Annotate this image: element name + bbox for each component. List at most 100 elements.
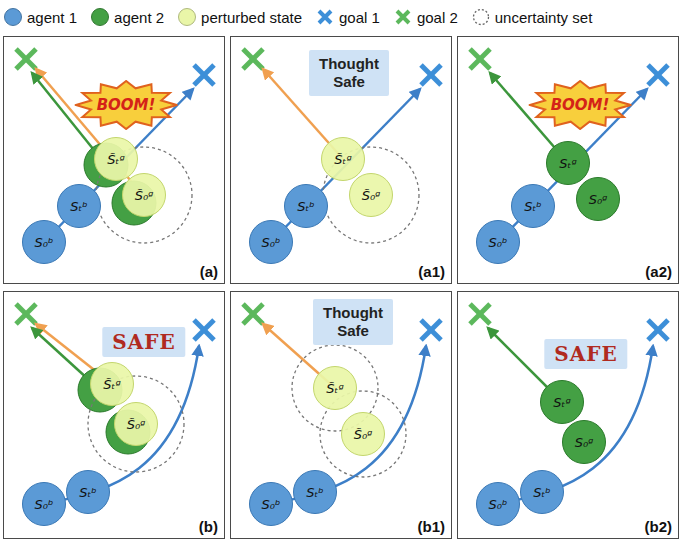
goal-1-mark (194, 65, 214, 85)
state-label: Sₜᵍ (559, 156, 576, 171)
state-label: S̃₀ᵍ (354, 427, 373, 442)
perturbed-state-circle: S̃₀ᵍ (349, 173, 393, 217)
goal-1-mark (648, 65, 668, 85)
panel-label: (b1) (418, 518, 446, 535)
agent-1-path (271, 346, 426, 504)
goal-1-mark (648, 65, 668, 85)
goal-2-mark (243, 304, 263, 324)
agent-2-circle: Sₜᵍ (546, 141, 590, 185)
panel-frame: (b1)S₀ᵇSₜᵇS̃ₜᵍS̃₀ᵍThought Safe (230, 291, 452, 539)
status-label: SAFE (112, 330, 175, 354)
panel-a2-art (470, 49, 668, 242)
agent-1-circle: S₀ᵇ (22, 482, 66, 526)
legend-label: goal 1 (339, 9, 380, 26)
legend-item: goal 1 (316, 8, 380, 26)
legend-label: agent 1 (27, 9, 77, 26)
legend-symbol (394, 8, 412, 26)
panel-frame: (a1) S₀ᵇ Sₜᵇ S̃ₜᵍS̃₀ᵍ Thought Safe (230, 36, 452, 284)
goal-1-mark (194, 65, 214, 85)
state-label: S₀ᵇ (34, 235, 53, 250)
panel-label: (a1) (418, 263, 445, 280)
state-label: S̃ₜᵍ (103, 377, 120, 392)
legend-label: goal 2 (417, 9, 458, 26)
goal-1-mark (648, 320, 668, 340)
state-label: S₀ᵇ (488, 497, 507, 512)
state-label: S₀ᵍ (575, 435, 594, 450)
legend-item: agent 2 (91, 8, 164, 26)
goal-2-mark (243, 49, 263, 69)
legend-swatch (4, 8, 22, 26)
perturbed-state-circle: S̃ₜᵍ (94, 137, 138, 181)
perturbed-state-circle: S̃ₜᵍ (321, 137, 365, 181)
state-label: S̃ₜᵍ (326, 381, 343, 396)
perturbed-state-circle: S̃₀ᵍ (122, 173, 166, 217)
boom-burst: BOOM! (75, 80, 178, 130)
perturbed-state-circle: S̃₀ᵍ (341, 412, 385, 456)
agent-1-path (498, 346, 653, 504)
state-label: S₀ᵇ (261, 497, 280, 512)
goal-1-mark (421, 65, 441, 85)
agent-1-path (44, 346, 199, 504)
state-label: S̃₀ᵍ (135, 188, 154, 203)
state-label: Sₜᵇ (297, 199, 315, 214)
goal-2-mark (243, 49, 263, 69)
perturbed-state-circle: S̃₀ᵍ (114, 402, 158, 446)
safe-box: SAFE (102, 327, 185, 357)
agent-1-circle: S₀ᵇ (249, 220, 293, 264)
panel-label: (b) (199, 518, 218, 535)
goal-2-mark (243, 304, 263, 324)
legend-item: agent 1 (4, 8, 77, 26)
state-label: S̃₀ᵍ (127, 417, 146, 432)
uncertainty-mark (473, 10, 488, 25)
state-label: Sₜᵍ (553, 395, 570, 410)
goal-mark (319, 11, 331, 23)
goal-2-mark (470, 304, 490, 324)
state-label: S₀ᵇ (34, 497, 53, 512)
state-label: Sₜᵇ (70, 199, 88, 214)
agent-2-circle: S₀ᵍ (562, 420, 606, 464)
agent-1-circle: S₀ᵇ (22, 220, 66, 264)
state-label: S̃ₜᵍ (334, 152, 351, 167)
legend-item: perturbed state (178, 8, 302, 26)
agent-2-circle: Sₜᵍ (540, 380, 584, 424)
goal-2-mark (470, 49, 490, 69)
goal-1-mark (421, 320, 441, 340)
goal-mark (397, 11, 409, 23)
panel-b2-art (470, 304, 668, 504)
state-label: S₀ᵍ (589, 192, 608, 207)
legend-item: goal 2 (394, 8, 458, 26)
agent-1-circle: Sₜᵇ (57, 184, 101, 228)
legend: agent 1 agent 2 perturbed state goal 1 goal … (4, 5, 606, 29)
agent-1-path (44, 89, 193, 242)
legend-symbol (316, 8, 334, 26)
status-label: SAFE (554, 342, 617, 366)
state-label: Sₜᵇ (533, 485, 551, 500)
thought-safe-box: Thought Safe (313, 299, 393, 345)
panel-b-art (16, 304, 214, 504)
agent-1-circle: Sₜᵇ (284, 184, 328, 228)
goal-2-mark (470, 49, 490, 69)
goal-2-mark (16, 304, 36, 324)
panel-label: (b2) (645, 518, 673, 535)
boom-label: BOOM! (97, 96, 156, 114)
goal-1-mark (648, 320, 668, 340)
agent-1-circle: S₀ᵇ (476, 220, 520, 264)
agent-1-path (498, 89, 647, 242)
state-label: S̃ₜᵍ (107, 152, 124, 167)
goal-1-mark (194, 320, 214, 340)
perturbed-state-circle: S̃ₜᵍ (90, 362, 134, 406)
state-label: S₀ᵇ (261, 235, 280, 250)
boom-label: BOOM! (551, 96, 610, 114)
goal-1-mark (421, 320, 441, 340)
panel-label: (a) (200, 263, 218, 280)
thought-safe-box: Thought Safe (309, 50, 389, 96)
legend-label: uncertainty set (495, 9, 593, 26)
agent-1-circle: Sₜᵇ (520, 470, 564, 514)
safe-box: SAFE (544, 339, 627, 369)
legend-label: perturbed state (201, 9, 302, 26)
goal-2-mark (16, 49, 36, 69)
burst-outline (530, 81, 631, 129)
agent-1-circle: Sₜᵇ (66, 470, 110, 514)
goal-2-mark (16, 49, 36, 69)
